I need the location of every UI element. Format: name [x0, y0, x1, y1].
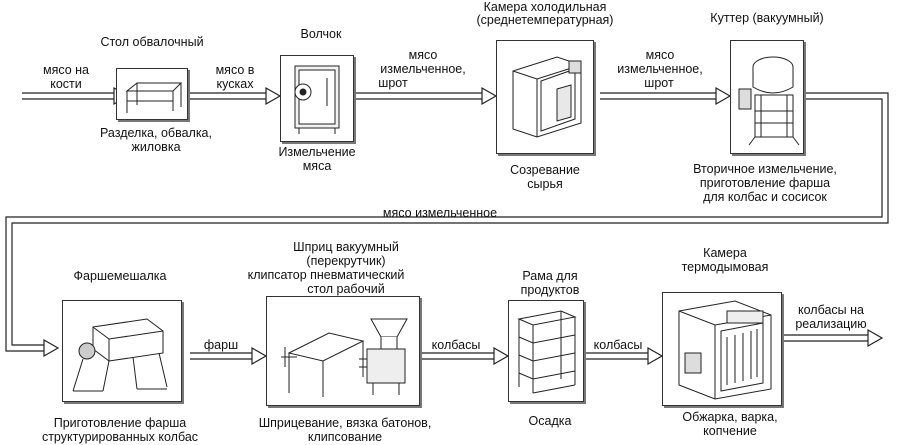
syringe-title-1: Шприц вакуумный — [293, 240, 399, 254]
flow-pieces-1: мясо в — [215, 63, 255, 77]
flow-farsh: фарш — [203, 338, 239, 352]
syringe-caption-1: Шприцевание, вязка батонов, — [258, 416, 432, 430]
flow-in-2: кости — [50, 77, 82, 91]
arrow-in — [22, 92, 114, 100]
refrigerator-chamber-icon — [512, 56, 582, 138]
mixer-caption-1: Приготовление фарша — [53, 416, 187, 430]
vacuum-cutter-icon — [738, 56, 800, 146]
syringe-title-3: клипсатор пневматический — [247, 268, 405, 282]
arrow-farsh — [190, 352, 252, 360]
arrow-ground1 — [355, 92, 482, 100]
table-caption-2: жиловка — [131, 140, 181, 154]
cutter-caption-2: приготовление фарша — [699, 176, 831, 190]
arrow-sausage1 — [418, 352, 494, 360]
flow-ground1-2: измельченное, — [380, 62, 466, 76]
mixer-caption-2: структурированных колбас — [41, 430, 199, 444]
cutter-box — [730, 40, 804, 154]
smoke-chamber-icon — [678, 300, 772, 400]
table-box — [116, 68, 188, 120]
smoke-caption-1: Обжарка, варка, — [682, 410, 778, 424]
flow-out-1: колбасы на — [798, 303, 864, 317]
flow-ground1-3: шрот — [378, 76, 408, 90]
grinder-caption-1: Измельчение — [278, 145, 356, 159]
syringe-clipper-icon — [281, 318, 408, 397]
mixer-title: Фаршемешалка — [73, 269, 167, 283]
arrow-out — [782, 334, 868, 342]
flow-sausage1: колбасы — [431, 338, 481, 352]
arrow-pieces — [190, 92, 266, 100]
flow-pieces-2: кусках — [216, 77, 254, 91]
chamber-caption-1: Созревание — [510, 163, 580, 177]
arrow-ground2 — [600, 92, 716, 100]
syringe-caption-2: клипсование — [307, 430, 383, 444]
flow-ground2-1: мясо — [645, 48, 675, 62]
frame-title-1: Рама для — [522, 269, 578, 283]
chamber-title-2: (среднетемпературная) — [476, 13, 614, 27]
syringe-title-4: стол рабочий — [307, 282, 385, 296]
flow-sausage2: колбасы — [593, 338, 643, 352]
flow-ground1-1: мясо — [408, 48, 438, 62]
meat-grinder-icon — [294, 65, 340, 134]
smoke-box — [662, 292, 782, 406]
table-title: Стол обвалочный — [100, 35, 204, 49]
frame-box — [508, 300, 584, 402]
arrow-return — [5, 92, 889, 352]
frame-title-2: продуктов — [520, 283, 580, 297]
flow-ground2-2: измельченное, — [617, 62, 703, 76]
cutter-caption-3: для колбас и сосисок — [703, 190, 827, 204]
mixer-icon — [72, 318, 168, 392]
product-frame-icon — [517, 310, 577, 394]
grinder-caption-2: мяса — [302, 159, 332, 173]
smoke-title-1: Камера — [703, 246, 747, 260]
frame-caption: Осадка — [528, 414, 572, 428]
flow-return: мясо измельченное — [382, 206, 498, 220]
chamber-box — [496, 40, 594, 154]
grinder-title: Волчок — [300, 27, 342, 41]
chamber-title-1: Камера холодильная — [483, 0, 607, 14]
table-caption-1: Разделка, обвалка, — [100, 126, 212, 140]
cutter-caption-1: Вторичное измельчение, — [693, 162, 837, 176]
arrow-sausage2 — [585, 352, 648, 360]
cutting-table-icon — [125, 82, 183, 113]
syringe-title-2: (перекрутчик) — [306, 254, 386, 268]
flow-in-1: мясо на — [42, 63, 90, 77]
grinder-box — [280, 55, 354, 142]
smoke-caption-2: копчение — [703, 424, 757, 438]
flow-ground2-3: шрот — [644, 76, 674, 90]
flow-out-2: реализацию — [795, 317, 867, 331]
chamber-caption-2: сырья — [527, 177, 563, 191]
mixer-box — [62, 300, 182, 402]
smoke-title-2: термодымовая — [681, 260, 769, 274]
syringe-box — [266, 296, 420, 406]
cutter-title: Куттер (вакуумный) — [710, 11, 824, 25]
